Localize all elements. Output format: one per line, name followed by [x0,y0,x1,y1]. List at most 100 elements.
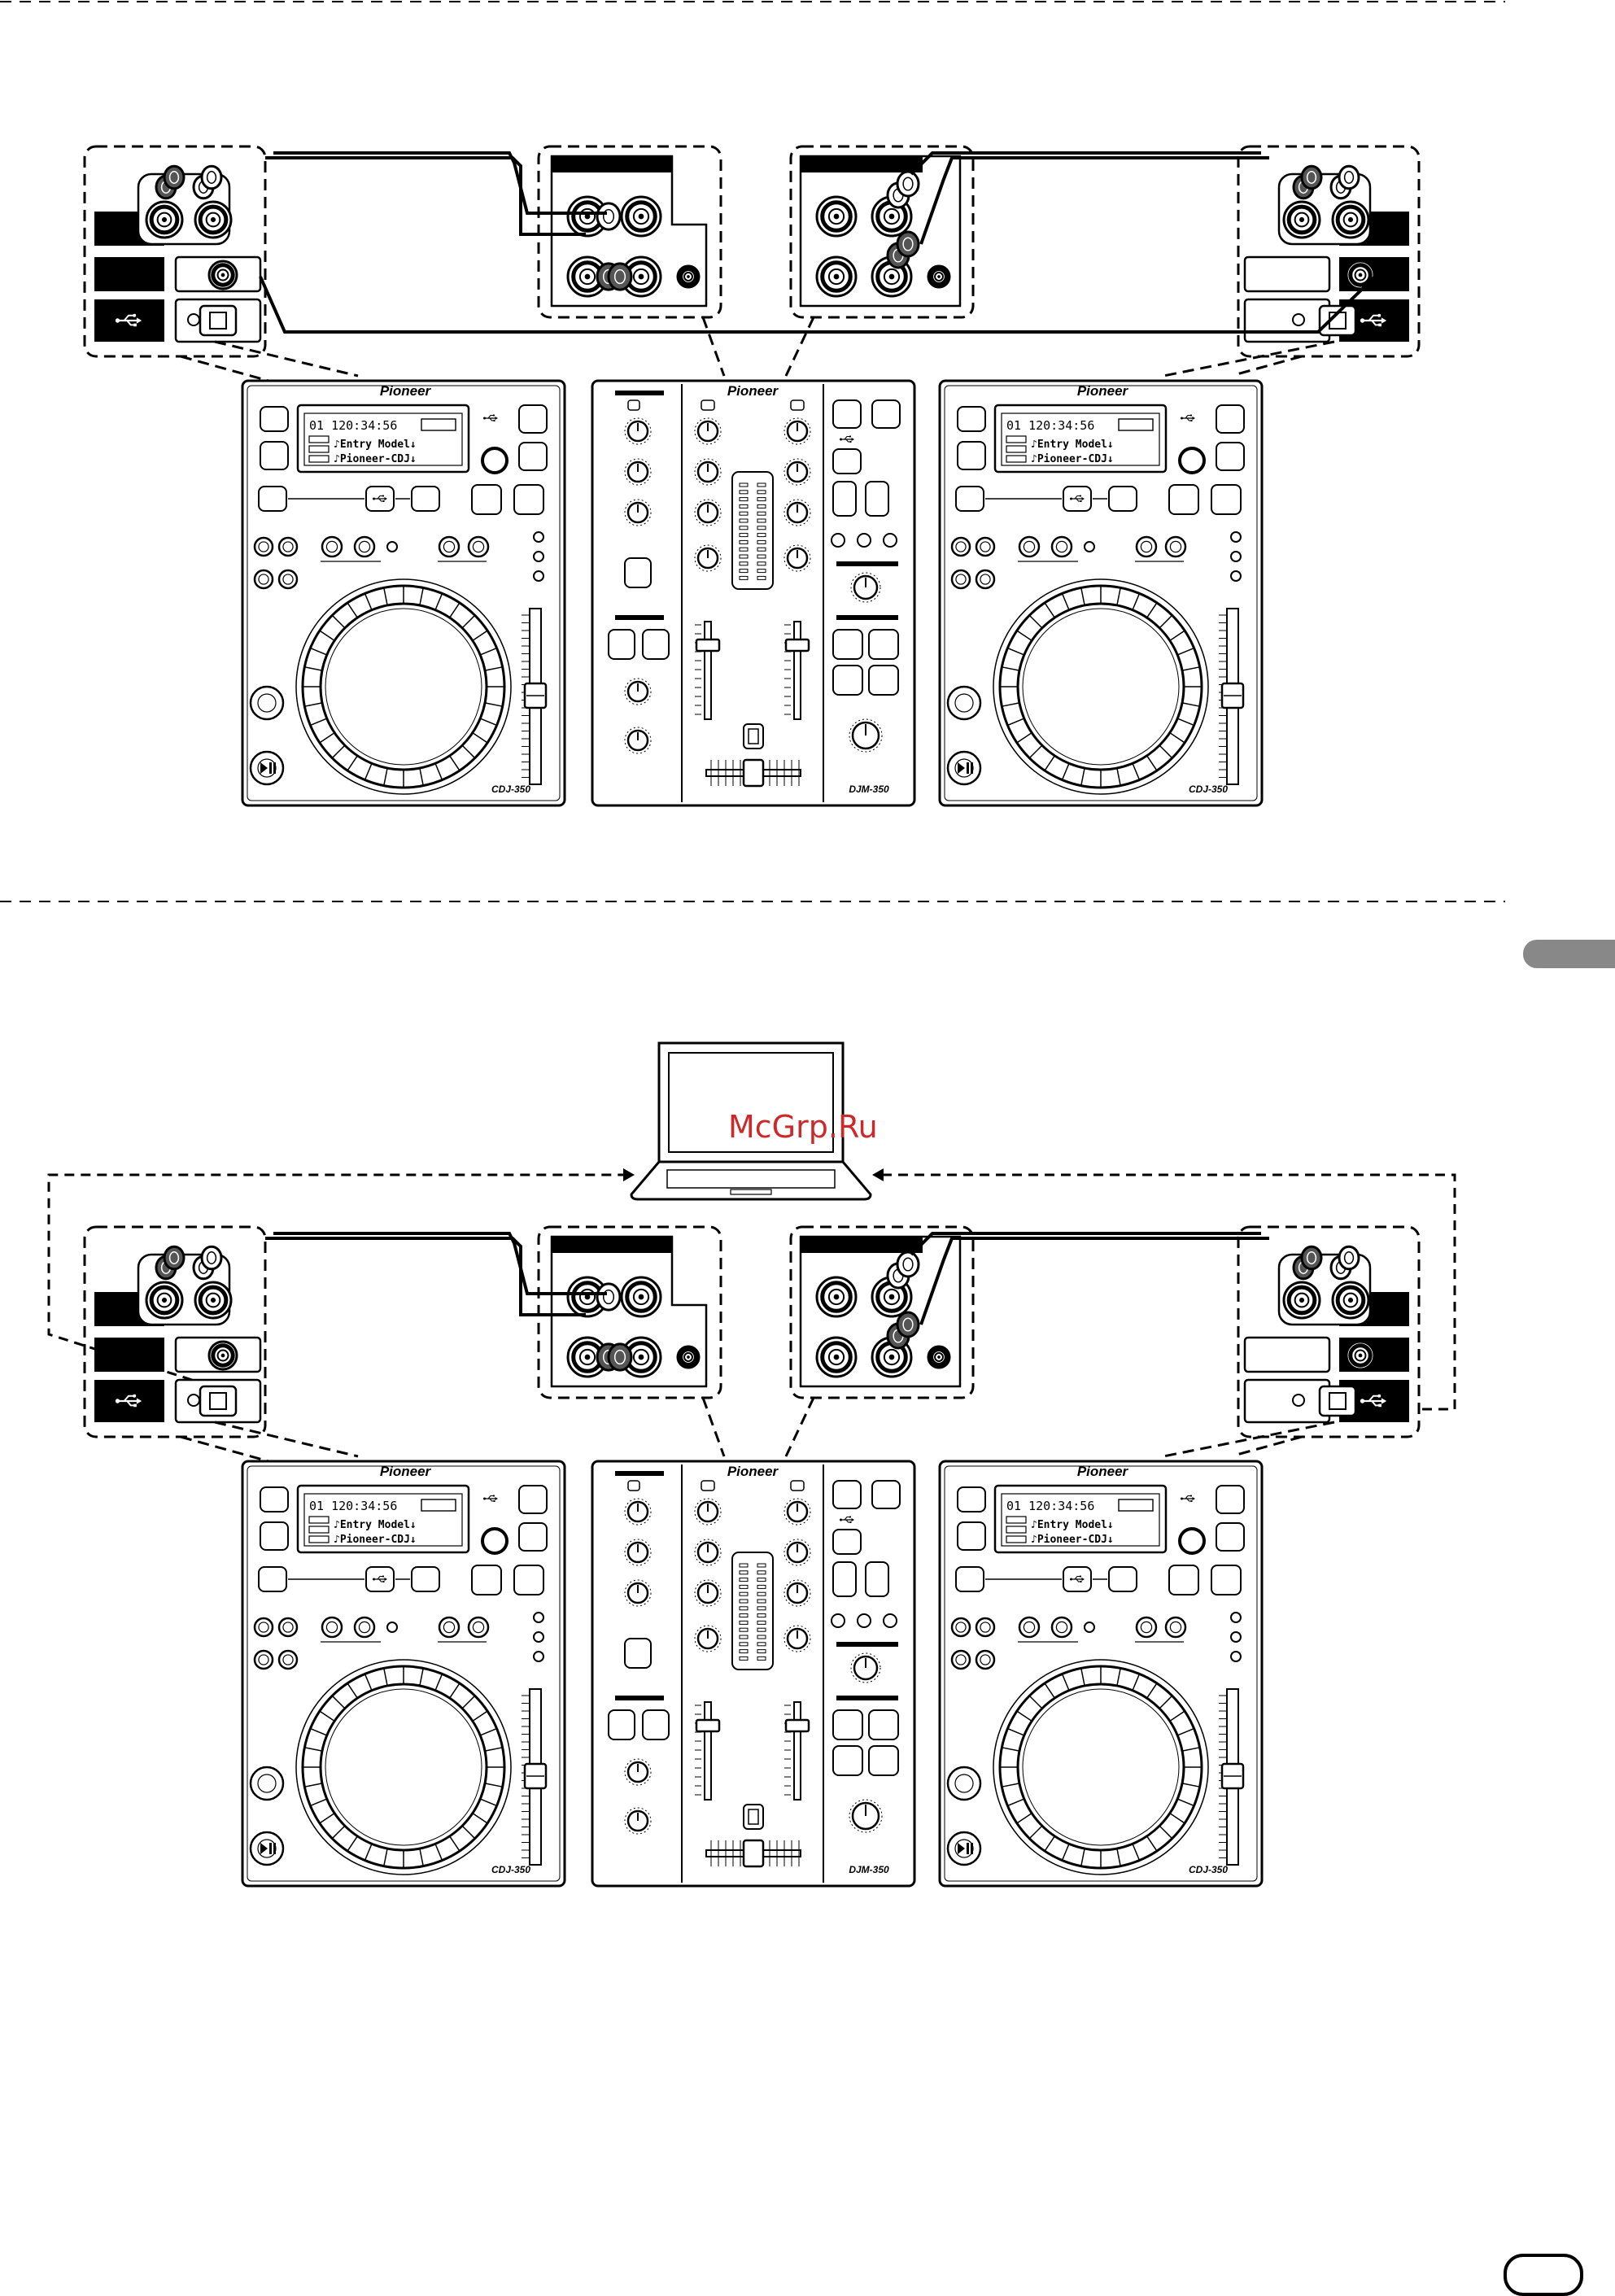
fx-select-button [869,1710,898,1739]
callout-leader [786,1398,814,1456]
panel-header [552,156,672,172]
panel-header [801,156,923,172]
rca-plug-icon [202,1246,221,1269]
power-button [1216,1486,1244,1513]
cd-mode-button [259,1567,286,1591]
search-forward-button [279,1618,297,1636]
brand-logo: Pioneer [727,1464,779,1479]
brand-logo: Pioneer [1077,1464,1129,1479]
rca-jack-icon [1333,1282,1368,1318]
disc-slot [482,448,507,473]
panel-label-block [94,257,164,291]
loop-button [1211,1565,1241,1595]
rca-plug-icon [1339,166,1359,189]
display-line-1: ♪Entry Model↓ [1031,439,1114,451]
digital-out-jack [209,261,237,289]
display-line-1: ♪Entry Model↓ [1031,1519,1114,1531]
beat-button [1169,1565,1198,1595]
power-button [519,405,547,433]
watermark-text: McGrp.Ru [728,1109,878,1145]
rca-jack-icon [622,1277,661,1316]
callout-leader [703,1398,724,1456]
track-forward-button [976,1651,994,1669]
fx-select-button [833,666,862,695]
rca-jack-icon [622,197,661,236]
cue-icon [251,687,283,719]
fx-button [609,630,635,659]
usb-stop-button [833,1530,861,1554]
usb-cable-arrow [623,1168,635,1181]
model-label: CDJ-350 [491,784,530,795]
djm-mixer: PioneerDJM-350 [592,381,914,805]
player-rear-panel [1238,1227,1419,1437]
tempo-range-button [469,1617,488,1637]
display-line-1: ♪Entry Model↓ [334,439,417,451]
rca-plug-icon [897,232,919,256]
loop-out-button [355,537,374,557]
brand-logo: Pioneer [380,383,432,399]
mic-button [833,1562,856,1596]
rca-jack-icon [817,1338,856,1377]
loop-out-button [1052,537,1072,557]
fx-select-button [869,666,898,695]
hot-cue-button [1137,1617,1156,1637]
cue-icon [251,1767,283,1800]
eject-disc-button [519,1523,547,1551]
rca-plug-icon [164,166,184,189]
fx-button [609,1710,635,1739]
jog-wheel-icon [296,1660,511,1875]
search-forward-button [976,1618,994,1636]
rca-jack-icon [195,1282,231,1318]
rca-jack-icon [146,202,182,238]
cue-icon [948,687,980,719]
page-number-badge [1504,2254,1583,2296]
rca-plug-icon [597,203,620,229]
display-line-1: ♪Entry Model↓ [334,1519,417,1531]
power-button [872,1481,900,1508]
mic-button [833,482,856,516]
search-forward-button [279,538,297,556]
loop-in-button [1019,1617,1039,1637]
section-side-tab [1523,940,1615,968]
search-forward-button [976,538,994,556]
usb-cable-arrow [872,1168,884,1181]
rca-plug-icon [1339,1246,1359,1269]
callout-leader [181,1437,268,1461]
disc-slot [482,1529,507,1553]
tempo-range-button [1166,1617,1185,1637]
pc-mode-button [1109,1567,1137,1591]
beat-button [472,485,501,514]
signal-gnd-jack [678,1347,699,1368]
eject-disc-button [1216,1523,1244,1551]
loop-button [1211,485,1241,514]
hot-cue-button [1137,537,1156,557]
callout-leader [181,356,268,381]
model-label: CDJ-350 [1189,784,1228,795]
cdj-player: Pioneer01 120:34:56♪Entry Model↓♪Pioneer… [940,381,1262,805]
eject-disc-button [1216,443,1244,470]
search-back-button [255,538,273,556]
track-back-button [952,1651,970,1669]
fx-button [643,630,669,659]
rca-plug-icon [897,1252,919,1277]
tempo-range-button [1166,537,1185,557]
eject-button [958,407,985,431]
rca-plug-icon [609,1344,631,1370]
rca-jack-icon [817,257,856,296]
player-rear-panel [85,1227,265,1437]
fx-button [643,1710,669,1739]
source-button [958,442,985,469]
rca-plug-icon [897,1312,919,1337]
cd-mode-button [259,487,286,511]
panel-header [801,1237,923,1253]
disc-slot [1180,448,1204,473]
brand-logo: Pioneer [1077,383,1129,399]
display-time: 01 120:34:56 [1006,418,1094,433]
rca-jack-icon [817,197,856,236]
track-back-button [255,570,273,588]
hot-cue-button [439,1617,459,1637]
display-line-2: ♪Pioneer-CDJ↓ [334,1534,417,1546]
source-button [958,1522,985,1550]
rca-jack-icon [195,202,231,238]
